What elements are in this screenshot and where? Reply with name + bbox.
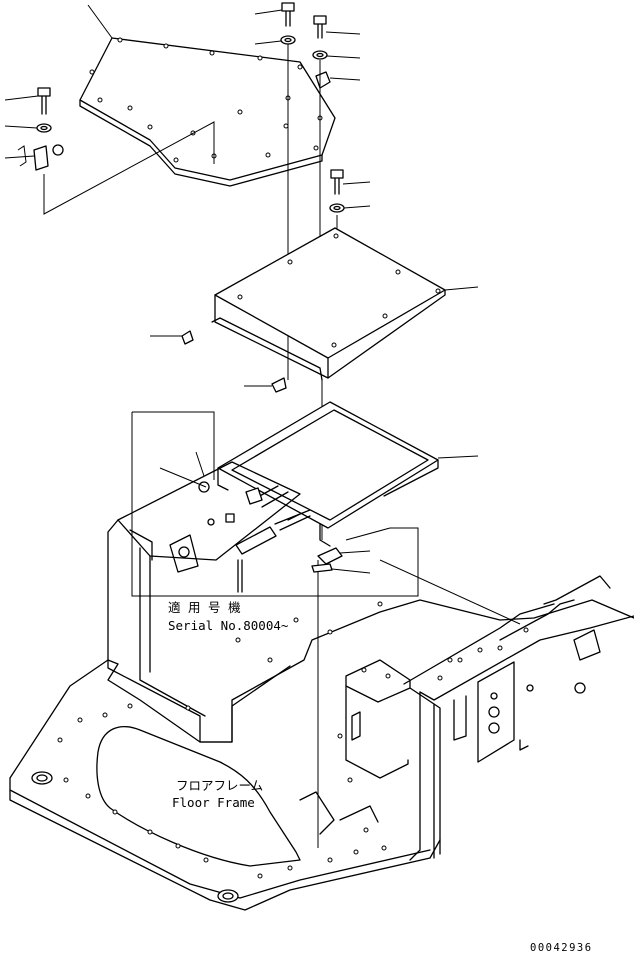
bolt-top-1: [254, 2, 295, 27]
washer-left: [4, 123, 52, 133]
middle-cover-plate: [211, 227, 479, 381]
serial-label-jp: 適 用 号 機: [168, 600, 241, 615]
floor-frame-label-jp: フロアフレーム: [176, 778, 263, 793]
bolt-left: [4, 87, 51, 115]
serial-label-en: Serial No.80004~: [168, 618, 288, 633]
leader-cover: [87, 4, 113, 39]
washer-mid: [329, 203, 371, 213]
serial-applicability-box: [131, 411, 419, 597]
deck-structure: [107, 451, 311, 743]
bolt-mid: [330, 169, 371, 195]
bolt-top-2: [313, 15, 361, 39]
floor-frame-label-en: Floor Frame: [172, 795, 255, 810]
washer-top-2: [312, 50, 361, 60]
clip-nut-left: [4, 144, 64, 171]
side-frame-right: [345, 559, 634, 861]
clip-small-2: [244, 377, 287, 393]
clip-nut-lower: [311, 547, 371, 574]
floor-frame: [9, 599, 634, 911]
clip-nut-top: [315, 71, 361, 89]
top-cover-plate: [79, 37, 336, 187]
support-frame: [217, 401, 479, 547]
washer-top-1: [254, 35, 296, 45]
leader-cluster-left: [43, 121, 215, 215]
clip-small-1: [150, 330, 194, 345]
drawing-number: 00042936: [530, 942, 593, 954]
